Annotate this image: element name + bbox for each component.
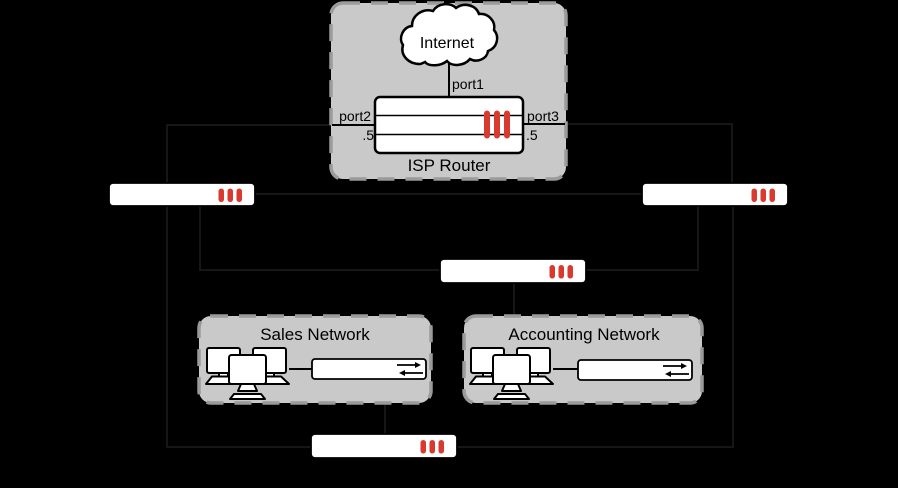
port1-label: port1: [452, 76, 484, 92]
wire-right-firewall-to-center-firewall: [586, 206, 699, 271]
isp-router-label: ISP Router: [408, 156, 491, 175]
internet-label: Internet: [420, 35, 475, 52]
wire-left-firewall-to-center-firewall: [199, 206, 440, 271]
isp-router-node: [373, 95, 525, 155]
firewall-right-bars-icon: [751, 188, 775, 202]
wire-right-firewall-to-bottom-firewall: [457, 206, 734, 448]
sales-switch-node: [311, 358, 427, 380]
port3-ip-label: .5: [526, 127, 538, 143]
wire-port2-to-left-firewall: [166, 124, 377, 184]
firewall-left-node: [108, 182, 256, 207]
firewall-right-node: [641, 182, 789, 207]
accounting-switch-node: [577, 359, 693, 381]
firewall-center-bars-icon: [549, 265, 573, 279]
internet-cloud-icon: [399, 2, 499, 67]
firewall-left-bars-icon: [218, 188, 242, 202]
port2-ip-label: .5: [362, 127, 374, 143]
in-zone-wires: [289, 60, 579, 370]
firewall-bottom-node: [310, 433, 458, 459]
accounting-network-label: Accounting Network: [508, 325, 660, 344]
firewall-center-node: [439, 258, 587, 284]
wire-left-firewall-to-bottom-firewall: [166, 206, 311, 448]
port2-label: port2: [339, 108, 371, 124]
firewall-bottom-bars-icon: [420, 440, 444, 454]
isp-router-slots-icon: [484, 110, 510, 139]
connector-wires: [166, 123, 734, 448]
port3-label: port3: [527, 108, 559, 124]
sales-network-label: Sales Network: [260, 325, 370, 344]
wire-port3-to-right-firewall: [521, 123, 733, 184]
